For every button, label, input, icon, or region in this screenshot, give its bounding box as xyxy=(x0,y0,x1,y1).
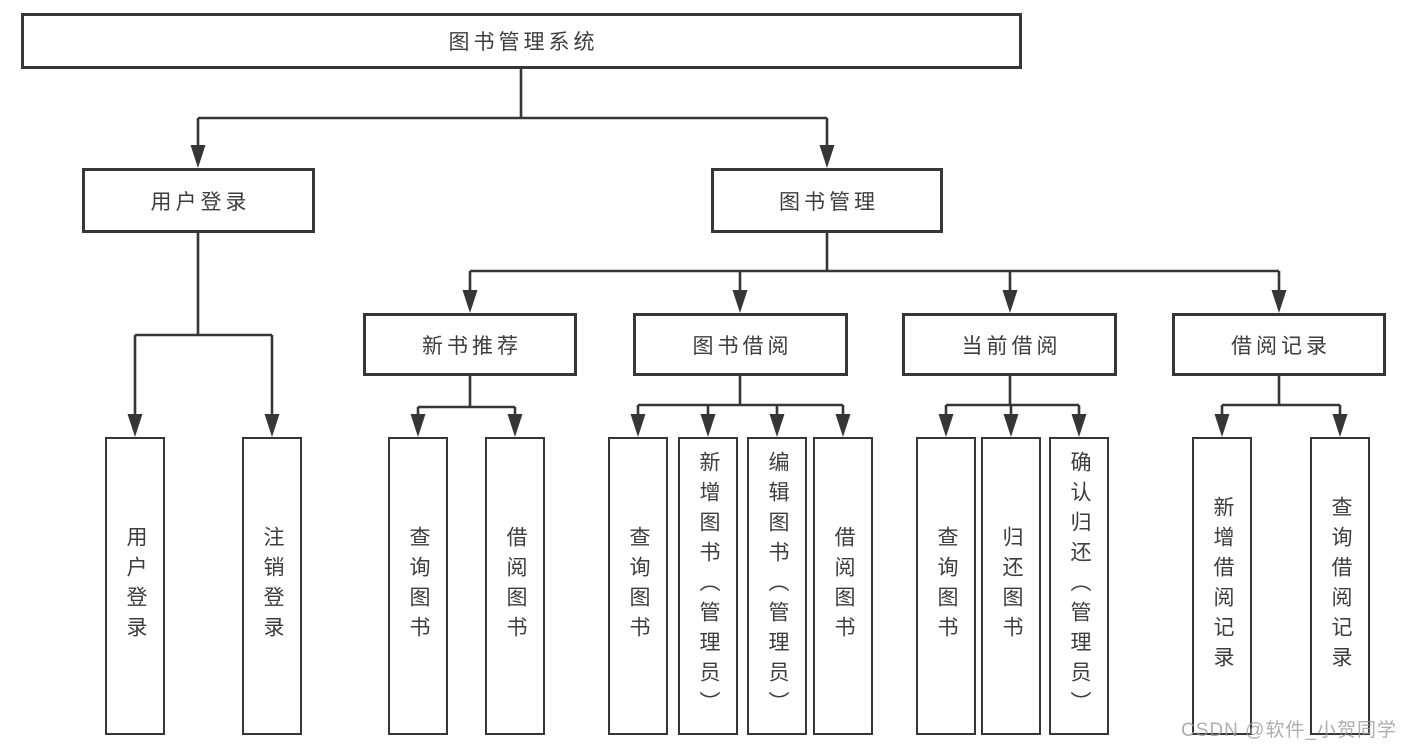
leaf-add-borrow-record: 新增借阅记录 xyxy=(1192,437,1252,735)
tree-edge-lines xyxy=(133,68,1342,420)
node-book-management: 图书管理 xyxy=(711,168,943,233)
node-book-borrowing: 图书借阅 xyxy=(633,313,848,376)
node-new-book-recommendation: 新书推荐 xyxy=(363,313,577,376)
leaf-logout: 注销登录 xyxy=(242,437,302,735)
node-borrowing-records: 借阅记录 xyxy=(1172,313,1386,376)
leaf-search-books-current: 查询图书 xyxy=(916,437,976,735)
leaf-borrow-books: 借阅图书 xyxy=(813,437,873,735)
node-user-login: 用户登录 xyxy=(82,168,315,233)
leaf-user-login: 用户登录 xyxy=(105,437,165,735)
leaf-confirm-return-admin: 确认归还（管理员） xyxy=(1049,437,1109,735)
leaf-edit-books-admin: 编辑图书（管理员） xyxy=(747,437,807,735)
leaf-search-books-borrow: 查询图书 xyxy=(608,437,668,735)
leaf-search-borrow-record: 查询借阅记录 xyxy=(1310,437,1370,735)
node-library-management-system: 图书管理系统 xyxy=(21,13,1022,69)
arrowheads xyxy=(127,145,1348,437)
leaf-borrow-books-recommend: 借阅图书 xyxy=(485,437,545,735)
node-current-borrowing: 当前借阅 xyxy=(902,313,1117,376)
csdn-watermark: CSDN @软件_小贺同学 xyxy=(1181,720,1397,741)
leaf-add-books-admin: 新增图书（管理员） xyxy=(678,437,738,735)
leaf-search-books-recommend: 查询图书 xyxy=(388,437,448,735)
leaf-return-books: 归还图书 xyxy=(981,437,1041,735)
